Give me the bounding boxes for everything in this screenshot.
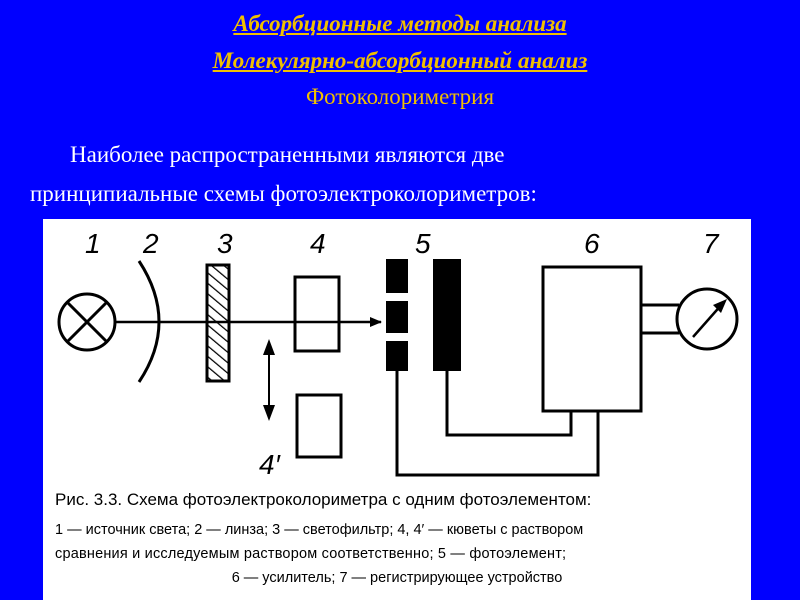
label-6: 6	[584, 228, 600, 259]
swap-arrow-icon	[263, 339, 275, 421]
cuvette-4-prime	[295, 393, 343, 459]
figure-caption-title: Рис. 3.3. Схема фотоэлектроколориметра с…	[55, 490, 592, 509]
label-5: 5	[415, 228, 431, 259]
intro-line-1: Наиболее распространенными являются две	[70, 142, 505, 167]
slide-title: Абсорбционные методы анализа	[233, 11, 567, 36]
wire-inner	[445, 371, 573, 437]
slide-topic: Фотоколориметрия	[305, 84, 495, 109]
lens-icon	[137, 260, 161, 383]
amplifier-box	[541, 265, 643, 413]
label-4-prime: 4′	[259, 449, 282, 480]
light-source-icon	[57, 292, 117, 352]
light-filter-icon	[205, 263, 231, 383]
label-1: 1	[85, 228, 101, 259]
label-2: 2	[142, 228, 159, 259]
label-4: 4	[310, 228, 326, 259]
figure-caption-line-1: 1 — источник света; 2 — линза; 3 — свето…	[55, 522, 584, 538]
schematic-figure: 1 2 3 4 5 6 7 4′	[43, 219, 751, 600]
label-3: 3	[217, 228, 233, 259]
cuvette-4	[293, 275, 341, 353]
intro-line-2: принципиальные схемы фотоэлектроколориме…	[30, 181, 537, 206]
photoelement-icon	[386, 259, 461, 371]
figure-caption-line-3: 6 — усилитель; 7 — регистрирующее устрой…	[231, 570, 563, 586]
label-7: 7	[703, 228, 720, 259]
slide-subtitle: Молекулярно-абсорбционный анализ	[212, 48, 588, 73]
schematic-diagram: 1 2 3 4 5 6 7 4′	[57, 228, 739, 480]
wire-outer	[395, 371, 600, 477]
gauge-icon	[675, 287, 739, 351]
figure-caption-line-2: сравнения и исследуемым раствором соотве…	[55, 546, 567, 562]
